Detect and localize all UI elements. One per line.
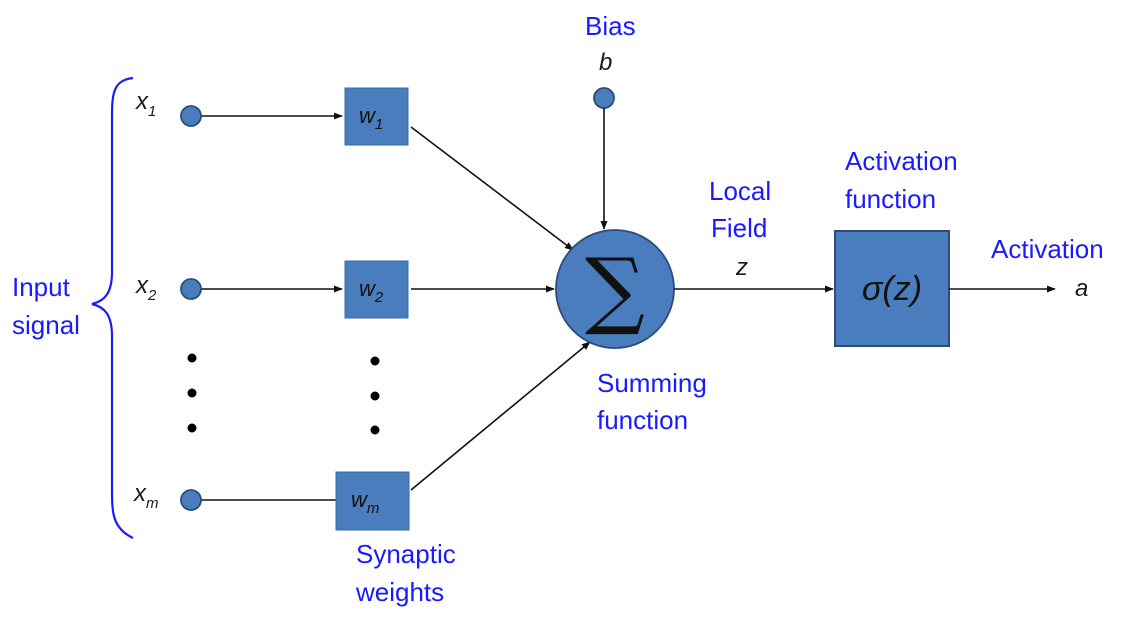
local-field-variable: z [735,254,748,281]
input-node-x2 [180,278,202,300]
activation-variable: a [1075,275,1088,302]
ellipsis-dot [187,353,197,363]
activation-title: Activation [991,234,1104,264]
activation-function-formula: σ(z) [862,270,922,308]
ellipsis-dot [370,356,380,366]
input-label-xm: xm [133,480,159,512]
input-node-x1 [180,105,202,127]
bias-variable: b [599,49,612,76]
input-brace [91,76,134,539]
local-field-label-line2: Field [711,213,767,243]
bias-node [593,87,615,109]
weight-label-wm: wm [351,487,379,517]
summing-function-label-line1: Summing [597,368,707,398]
input-label-x2: x2 [135,272,157,304]
weight-box-w1 [344,87,409,146]
synaptic-weights-label-line2: weights [355,577,444,607]
weight-label-w2: w2 [359,276,384,306]
ellipsis-dot [187,388,197,398]
activation-function-label-line1: Activation [845,146,958,176]
synaptic-weights-label-line1: Synaptic [356,539,456,569]
activation-function-box [834,230,950,347]
local-field-label-line1: Local [709,176,771,206]
summation-symbol: ∑ [585,240,645,338]
weight-box-wm [335,471,410,531]
activation-function-label-line2: function [845,184,936,214]
ellipsis-dot [370,425,380,435]
ellipsis-dot [187,423,197,433]
wire-w1-sum [410,126,574,251]
wire-wm-sum [410,341,591,491]
input-signal-label-line1: Input [12,272,71,302]
input-node-xm [180,489,202,511]
weight-box-w2 [344,260,409,319]
summing-function-label-line2: function [597,405,688,435]
input-label-x1: x1 [135,88,156,120]
ellipsis-dot [370,391,380,401]
weight-label-w1: w1 [359,103,383,133]
bias-title: Bias [585,11,636,41]
input-signal-label-line2: signal [12,310,80,340]
